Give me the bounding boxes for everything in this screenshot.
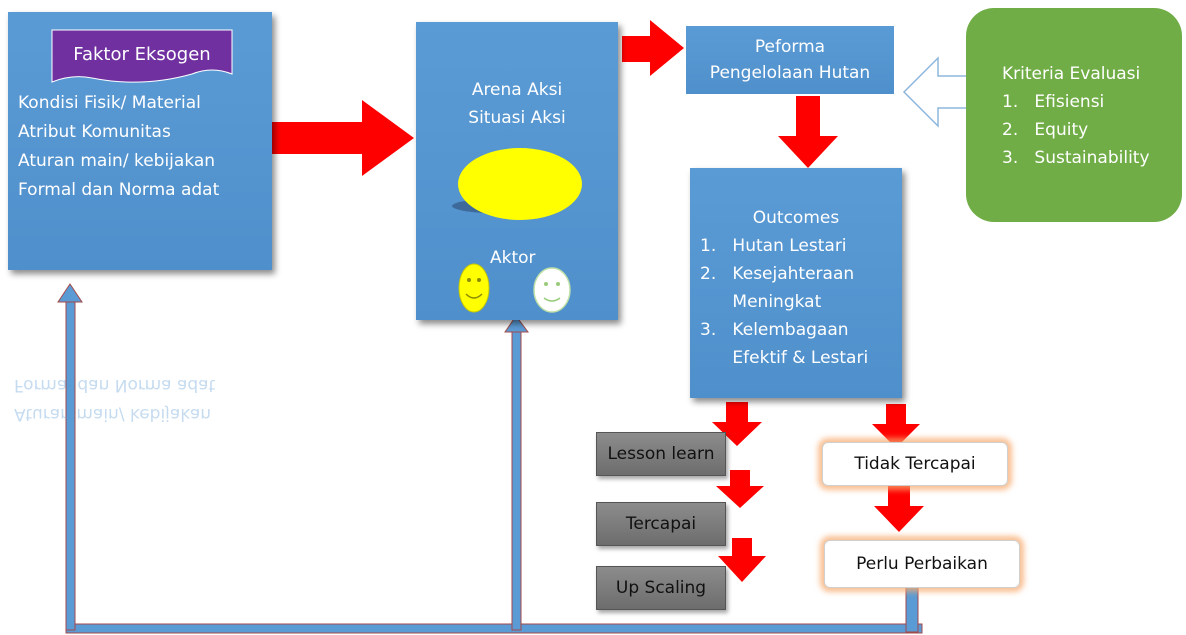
arena-line-1: Arena Aksi xyxy=(471,80,563,100)
arena-aksi-title: Arena Aksi Situasi Aksi xyxy=(416,76,618,132)
arena-figures xyxy=(452,148,582,313)
faktor-eksogen-title: Faktor Eksogen xyxy=(73,43,211,65)
reflection-line-3: Aturan main/ kebijakan xyxy=(14,404,212,424)
arena-aksi-box: Arena Aksi Situasi Aksi Aktor xyxy=(416,22,618,320)
outcomes-item-3: 3. Kelembagaan xyxy=(700,320,849,340)
outcomes-item-2-cont: Meningkat xyxy=(700,292,822,312)
outcomes-item-3-cont: Efektif & Lestari xyxy=(700,348,869,368)
faktor-eksogen-lines: Kondisi Fisik/ Material Atribut Komunita… xyxy=(18,89,219,205)
tidak-tercapai-box: Tidak Tercapai xyxy=(822,442,1008,486)
peforma-box: Peforma Pengelolaan Hutan xyxy=(686,26,894,94)
arrow-peforma-to-outcomes xyxy=(778,96,838,168)
aktor-label: Aktor xyxy=(490,248,536,268)
arrow-outcomes-to-lesson xyxy=(712,402,762,446)
feedback-arrowhead-left xyxy=(57,283,83,303)
arrow-outcomes-to-tidak xyxy=(872,404,920,448)
arrow-faktor-to-arena xyxy=(272,100,414,176)
up-scaling-box: Up Scaling xyxy=(596,566,726,610)
arena-line-2: Situasi Aksi xyxy=(468,108,566,128)
feedback-arrowhead-middle xyxy=(504,315,529,333)
faktor-line-1: Kondisi Fisik/ Material xyxy=(18,93,201,113)
kriteria-item-2: 2. Equity xyxy=(1002,120,1089,140)
faktor-eksogen-reflection: Aturan main/ kebijakan Formal dan Norma … xyxy=(14,338,294,428)
kriteria-item-3: 3. Sustainability xyxy=(1002,148,1150,168)
peforma-line-2: Pengelolaan Hutan xyxy=(709,63,871,83)
faktor-line-2: Atribut Komunitas xyxy=(18,122,171,142)
kriteria-item-1: 1. Efisiensi xyxy=(1002,92,1105,112)
arrow-tercapai-to-upscaling xyxy=(718,538,766,582)
smiley-yellow-icon xyxy=(458,263,490,313)
outcomes-item-2: 2. Kesejahteraan xyxy=(700,264,855,284)
peforma-line-1: Peforma xyxy=(754,37,826,57)
faktor-line-4: Formal dan Norma adat xyxy=(18,180,220,200)
arrow-kriteria-to-peforma xyxy=(902,56,971,128)
yellow-oval xyxy=(458,148,582,220)
tercapai-box: Tercapai xyxy=(596,502,726,546)
arrow-lesson-to-tercapai xyxy=(716,470,764,508)
outcomes-item-1: 1. Hutan Lestari xyxy=(700,236,847,256)
outcomes-box: Outcomes 1. Hutan Lestari 2. Kesejahtera… xyxy=(690,168,902,398)
faktor-line-3: Aturan main/ kebijakan xyxy=(18,151,216,171)
arrow-arena-to-peforma xyxy=(622,20,684,76)
kriteria-title: Kriteria Evaluasi xyxy=(1002,64,1141,84)
perlu-perbaikan-box: Perlu Perbaikan xyxy=(824,540,1020,588)
arrow-tidak-to-perbaikan xyxy=(874,486,924,532)
lesson-learn-box: Lesson learn xyxy=(596,432,726,476)
outcomes-title: Outcomes xyxy=(752,208,840,228)
kriteria-evaluasi-box: Kriteria Evaluasi 1. Efisiensi 2. Equity… xyxy=(966,8,1182,222)
smiley-white-icon xyxy=(533,267,571,313)
reflection-line-4: Formal dan Norma adat xyxy=(14,375,216,395)
